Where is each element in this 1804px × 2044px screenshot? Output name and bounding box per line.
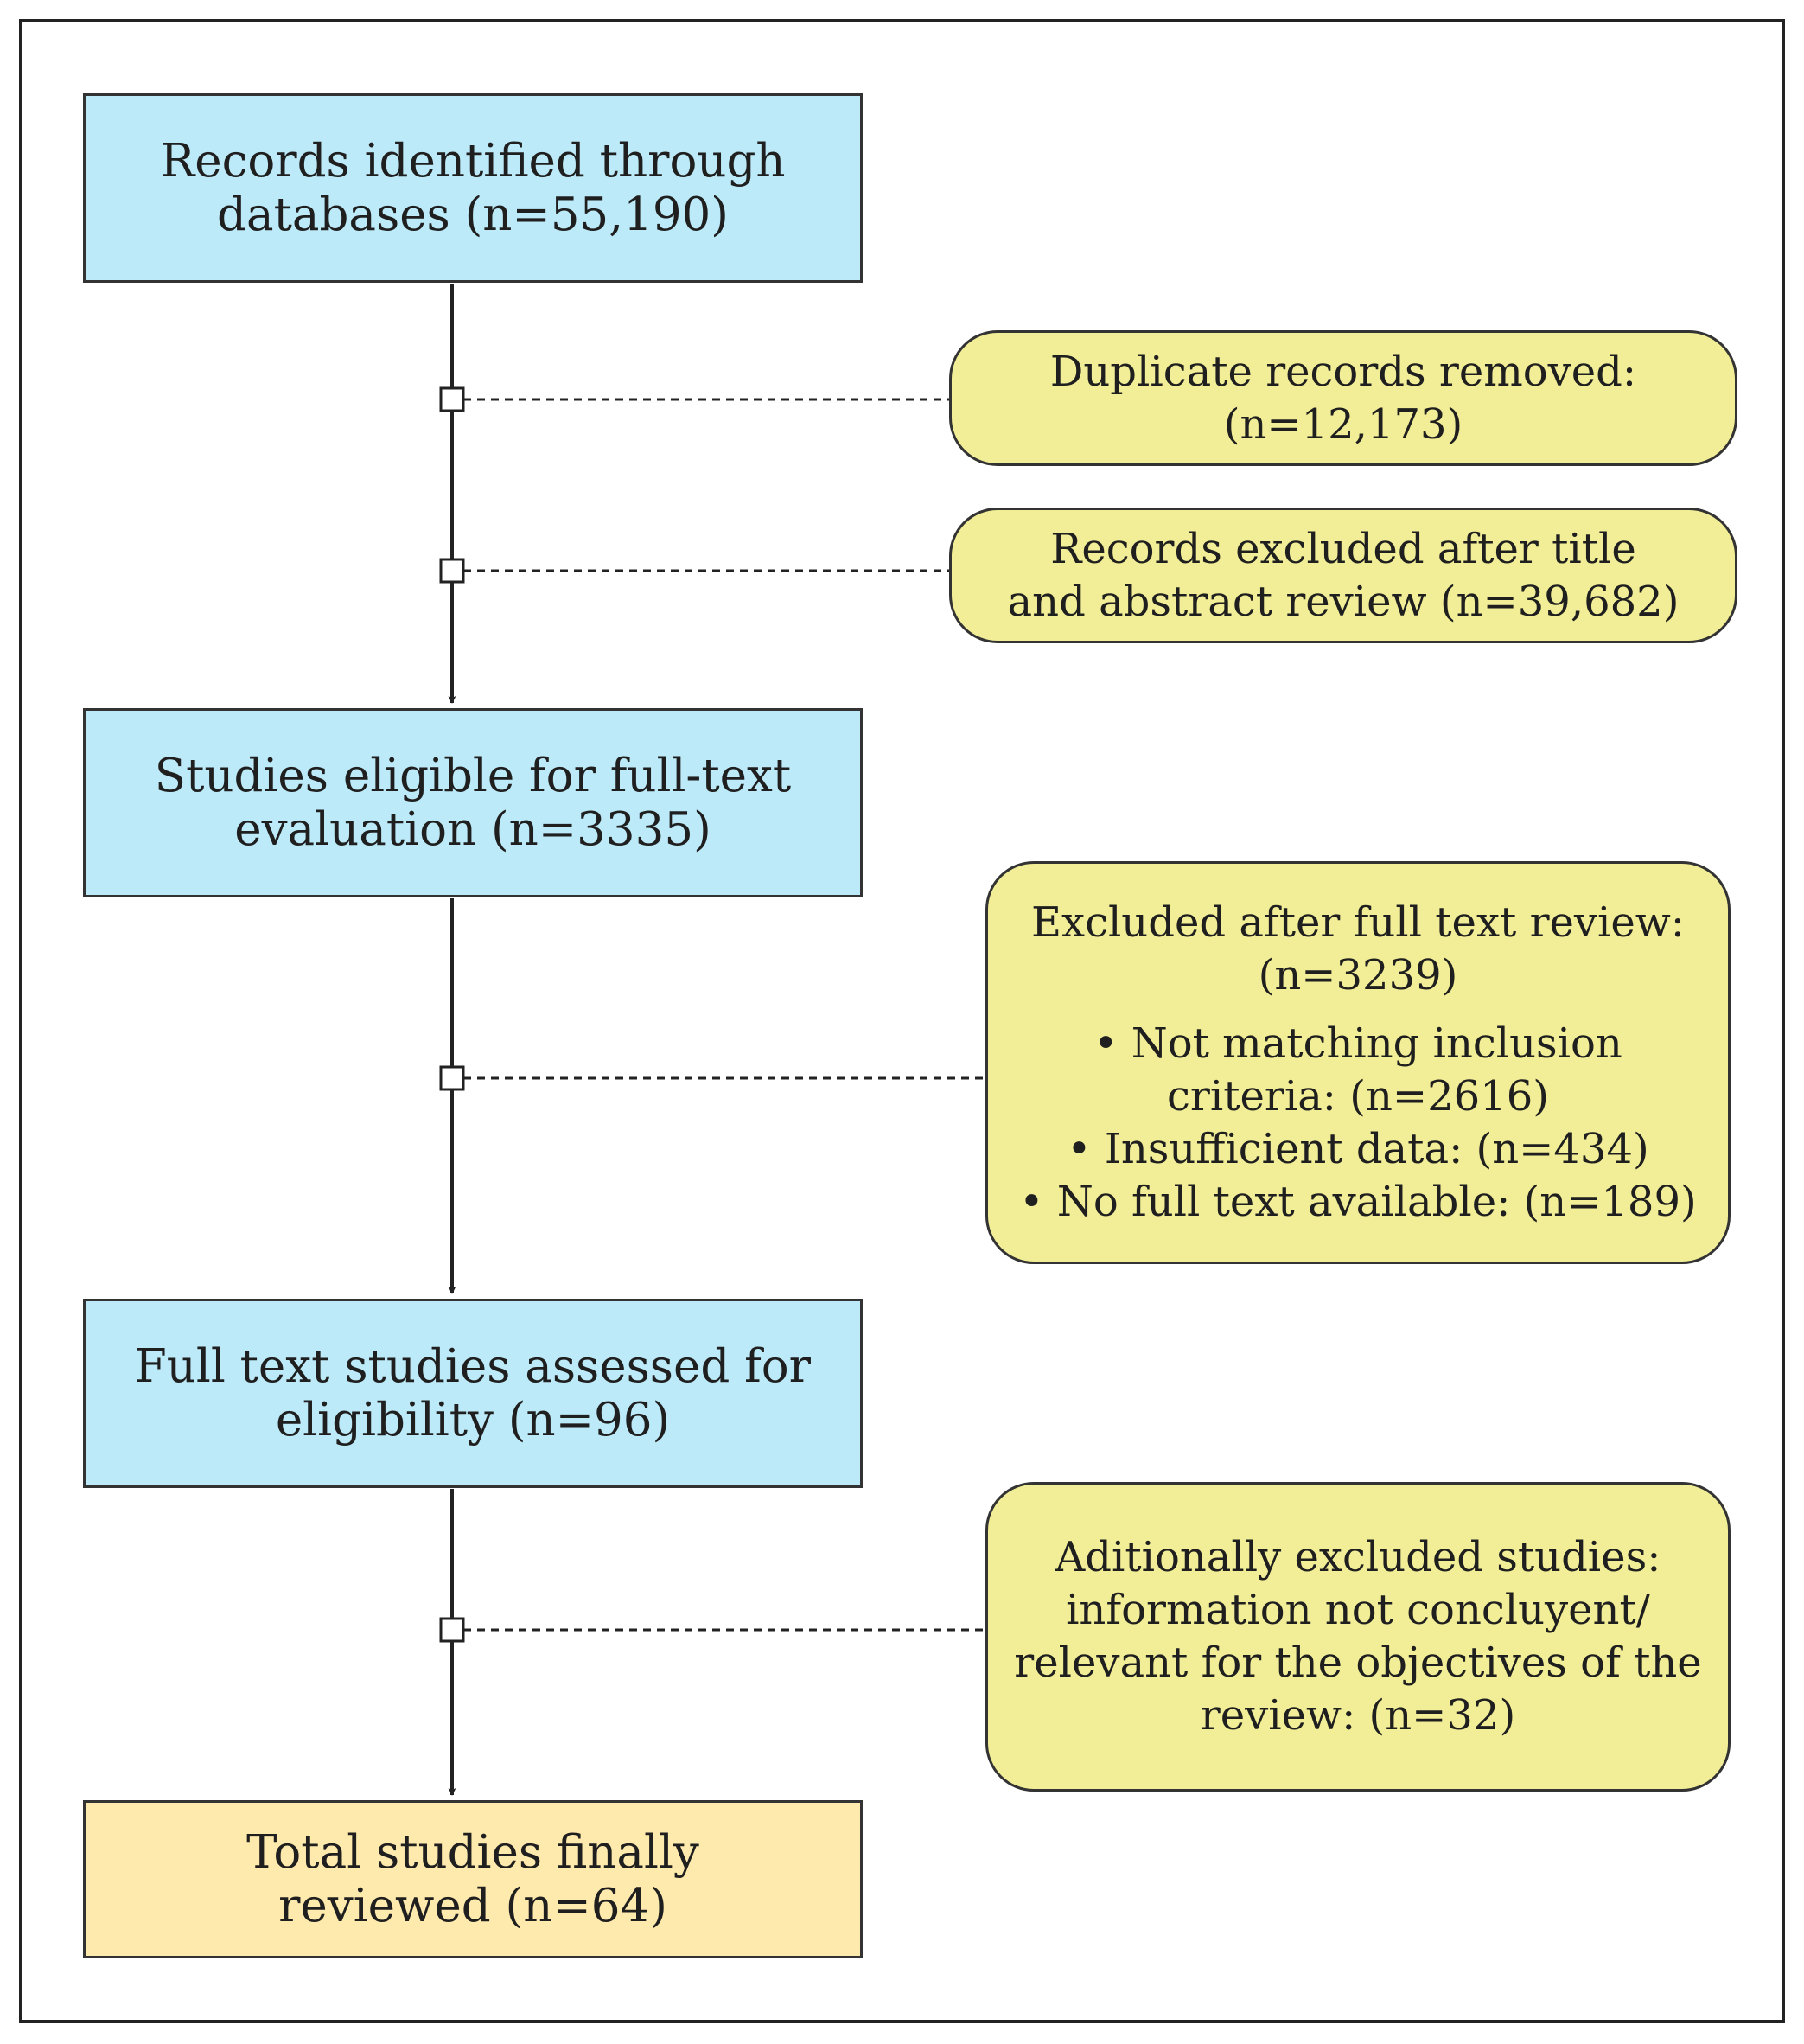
additionally-excluded-line-4: review: (n=32) xyxy=(1200,1691,1516,1740)
full-text-excluded-bullet-1: • Not matching inclusion xyxy=(1093,1019,1622,1068)
additionally-excluded-line-3: relevant for the objectives of the xyxy=(1014,1638,1702,1687)
eligible-studies-line-2: evaluation (n=3335) xyxy=(234,802,711,856)
identified-records-line-1: Records identified through xyxy=(160,134,786,188)
full-text-excluded-bullet-1-cont: criteria: (n=2616) xyxy=(1167,1072,1549,1121)
assessed-studies-box: Full text studies assessed for eligibili… xyxy=(83,1299,863,1488)
additionally-excluded-line-2: information not concluyent/ xyxy=(1066,1586,1650,1634)
assessed-studies-line-1: Full text studies assessed for xyxy=(134,1339,812,1393)
final-reviewed-line-2: reviewed (n=64) xyxy=(278,1879,667,1932)
title-abstract-excluded-line-2: and abstract review (n=39,682) xyxy=(1007,577,1680,626)
full-text-excluded-line-2: (n=3239) xyxy=(1258,951,1458,1000)
identified-records-box: Records identified through databases (n=… xyxy=(83,93,863,283)
title-abstract-excluded-line-1: Records excluded after title xyxy=(1050,524,1636,573)
duplicates-removed-box: Duplicate records removed: (n=12,173) xyxy=(949,330,1737,466)
diagram-frame xyxy=(19,19,1785,2023)
eligible-studies-line-1: Studies eligible for full-text xyxy=(154,749,792,802)
junction-duplicates xyxy=(439,386,465,412)
junction-additional xyxy=(439,1617,465,1643)
duplicates-removed-line-2: (n=12,173) xyxy=(1223,399,1463,449)
eligible-studies-box: Studies eligible for full-text evaluatio… xyxy=(83,708,863,897)
full-text-excluded-box: Excluded after full text review: (n=3239… xyxy=(985,861,1731,1264)
full-text-excluded-bullet-3: • No full text available: (n=189) xyxy=(1019,1178,1697,1226)
junction-title-abstract xyxy=(439,558,465,584)
final-reviewed-box: Total studies finally reviewed (n=64) xyxy=(83,1800,863,1958)
title-abstract-excluded-box: Records excluded after title and abstrac… xyxy=(949,508,1737,643)
additionally-excluded-line-1: Aditionally excluded studies: xyxy=(1055,1533,1661,1581)
junction-full-text xyxy=(439,1065,465,1091)
additionally-excluded-box: Aditionally excluded studies: informatio… xyxy=(985,1482,1731,1792)
full-text-excluded-bullet-2: • Insufficient data: (n=434) xyxy=(1067,1125,1649,1173)
final-reviewed-line-1: Total studies finally xyxy=(246,1825,699,1879)
full-text-excluded-line-1: Excluded after full text review: xyxy=(1030,898,1686,947)
duplicates-removed-line-1: Duplicate records removed: xyxy=(1049,347,1637,396)
identified-records-line-2: databases (n=55,190) xyxy=(217,188,729,241)
assessed-studies-line-2: eligibility (n=96) xyxy=(275,1393,671,1447)
